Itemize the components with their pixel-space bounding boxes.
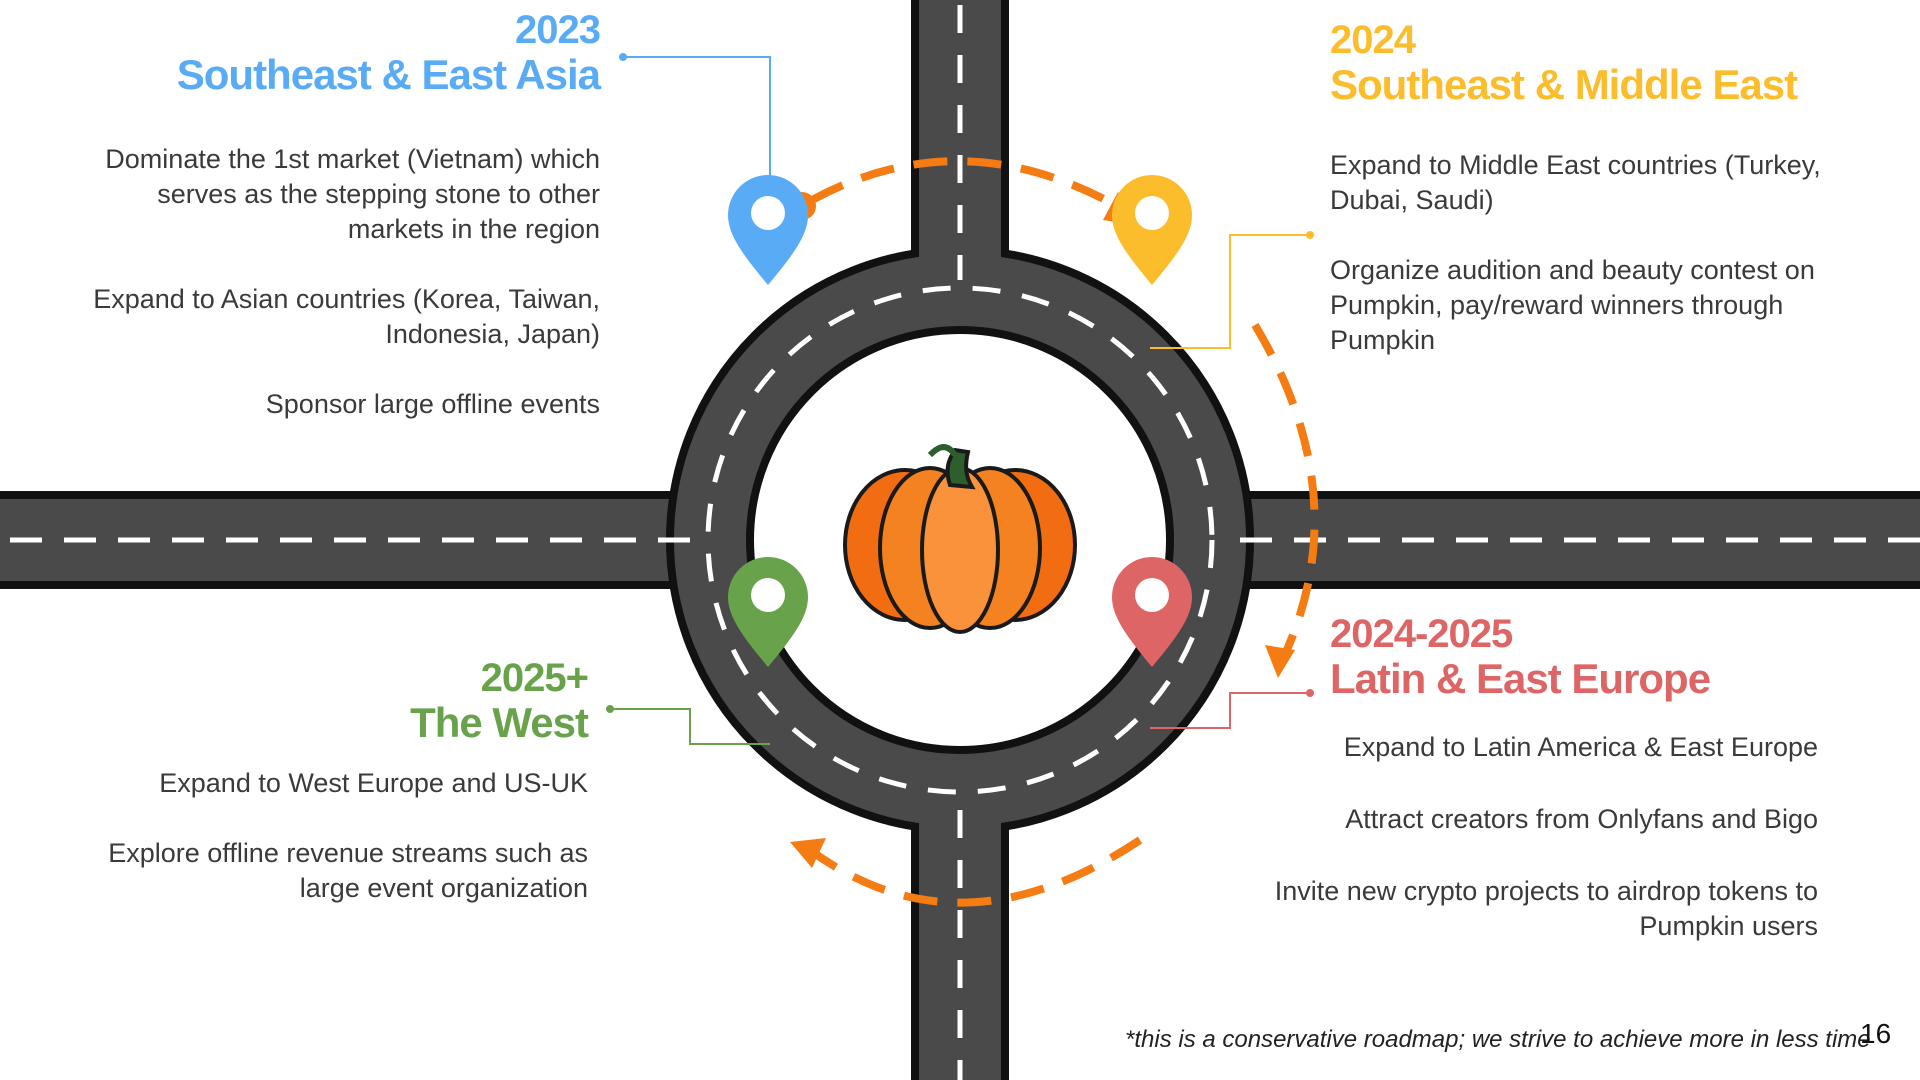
milestone-2024-2025: 2024-2025 Latin & East Europe Expand to … <box>1250 612 1818 979</box>
arrow-2024-2025-2025 <box>807 836 1143 907</box>
milestone-bullets: Expand to Middle East countries (Turkey,… <box>1330 148 1850 358</box>
bullet-item: Expand to Middle East countries (Turkey,… <box>1330 150 1821 216</box>
arrow-head-icon <box>790 838 826 868</box>
bullet-item: Sponsor large offline events <box>265 389 600 420</box>
milestone-year: 2025+ <box>480 656 589 700</box>
milestone-bullets: Expand to Latin America & East Europe At… <box>1250 730 1818 944</box>
arrow-head-icon <box>1265 645 1295 678</box>
bullet-item: Explore offline revenue streams such as … <box>108 838 588 904</box>
map-pin-icon <box>1112 557 1192 667</box>
milestone-region: Southeast & Middle East <box>1330 61 1798 108</box>
lane-marking-ring <box>705 285 1215 795</box>
pumpkin-icon <box>843 444 1077 634</box>
map-pin-icon <box>1112 175 1192 285</box>
bullet-item: Dominate the 1st market (Vietnam) which … <box>105 144 600 245</box>
map-pins <box>728 175 1192 667</box>
milestone-year: 2023 <box>515 8 601 52</box>
bullet-item: Expand to Asian countries (Korea, Taiwan… <box>93 284 600 350</box>
bullet-item: Attract creators from Onlyfans and Bigo <box>1345 804 1818 835</box>
milestone-bullets: Dominate the 1st market (Vietnam) which … <box>90 142 600 422</box>
bullet-item: Invite new crypto projects to airdrop to… <box>1274 876 1818 942</box>
footnote: *this is a conservative roadmap; we stri… <box>1125 1026 1871 1053</box>
page-number: 16 <box>1860 1018 1892 1049</box>
milestone-2025: 2025+ The West Expand to West Europe and… <box>100 656 589 941</box>
map-pin-icon <box>728 557 808 667</box>
map-pin-icon <box>728 175 808 285</box>
connector-2025 <box>610 708 770 745</box>
milestone-region: Southeast & East Asia <box>176 51 601 98</box>
milestone-year: 2024 <box>1330 18 1416 62</box>
milestone-bullets: Expand to West Europe and US-UK Explore … <box>100 766 588 906</box>
milestone-year: 2024-2025 <box>1330 612 1513 656</box>
connector-2024-2025 <box>1150 692 1310 729</box>
milestone-2024: 2024 Southeast & Middle East Expand to M… <box>1330 18 1850 393</box>
bullet-item: Expand to West Europe and US-UK <box>159 768 588 799</box>
bullet-item: Expand to Latin America & East Europe <box>1343 732 1818 763</box>
arrow-2023-2024 <box>810 157 1117 209</box>
milestone-region: Latin & East Europe <box>1330 655 1711 702</box>
milestone-2023: 2023 Southeast & East Asia Dominate the … <box>90 8 601 457</box>
bullet-item: Organize audition and beauty contest on … <box>1330 255 1815 356</box>
milestone-region: The West <box>410 699 589 746</box>
arrow-2024-2024-2025 <box>1251 322 1319 667</box>
connector-2024 <box>1150 234 1310 349</box>
